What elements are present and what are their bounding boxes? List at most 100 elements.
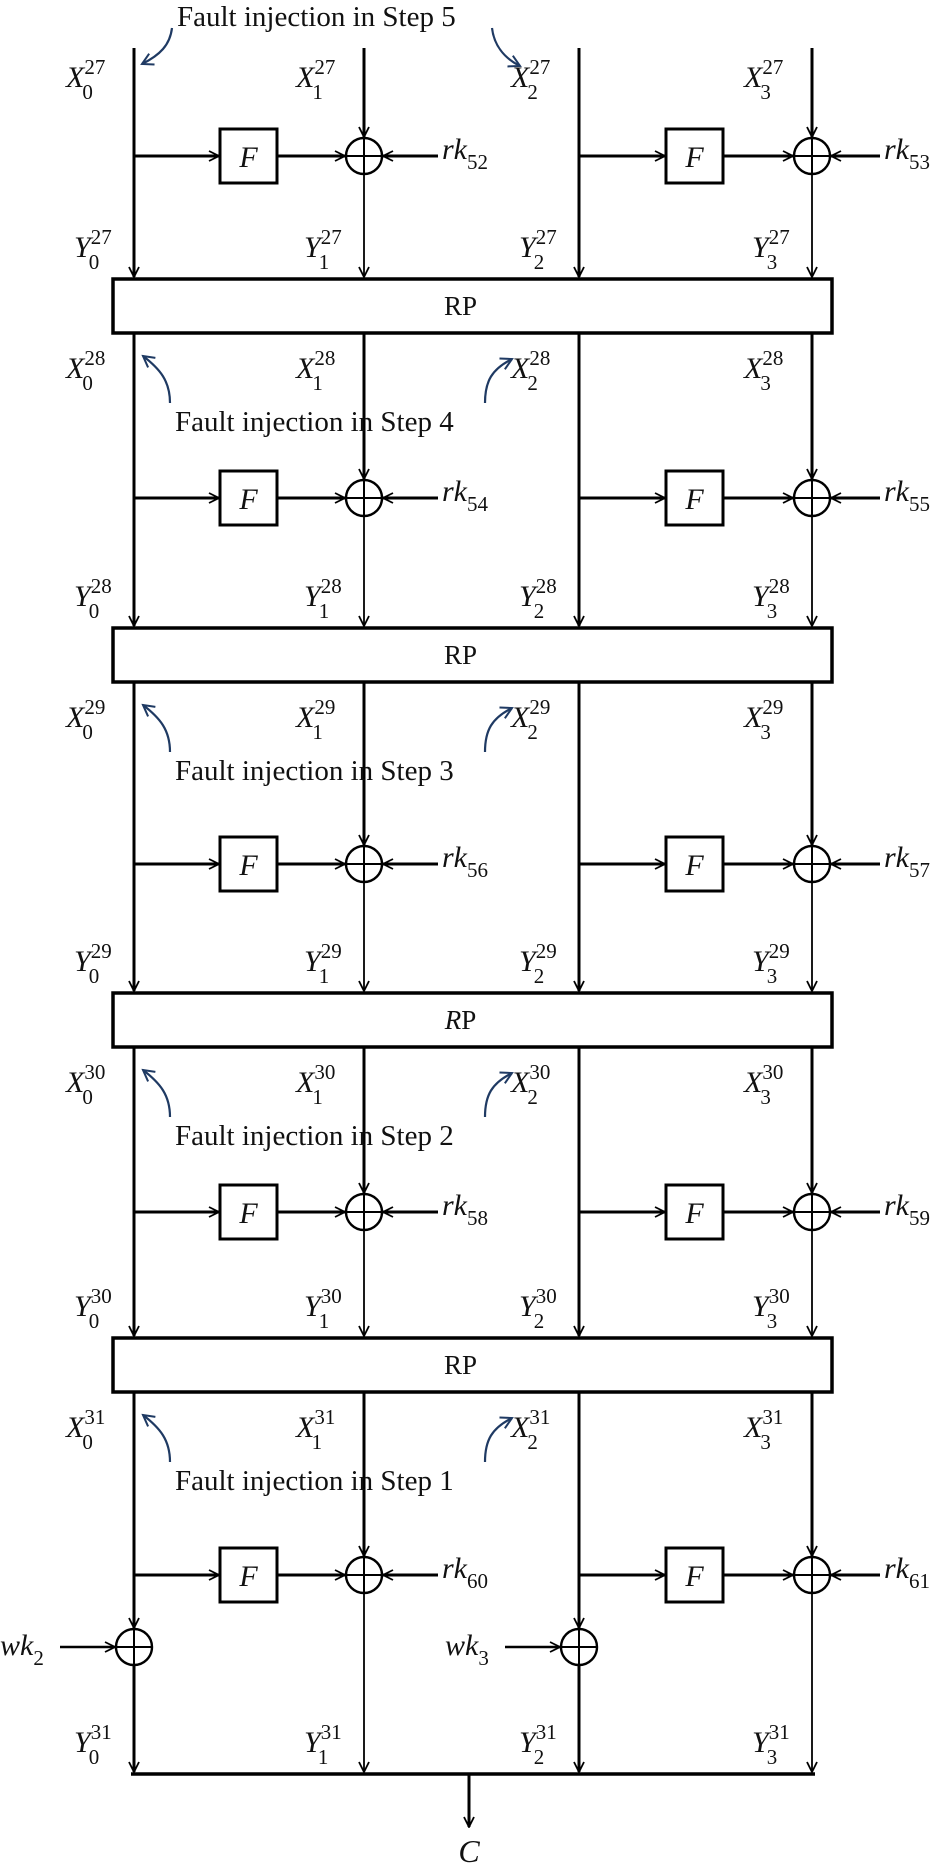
xor-col3 <box>792 844 832 884</box>
label-base: X <box>743 1411 764 1444</box>
label-base: Y <box>752 1290 772 1323</box>
fault-arrow-to-x2 <box>490 27 520 66</box>
label-subscript: 2 <box>534 1745 545 1769</box>
label-superscript: 31 <box>321 1720 342 1744</box>
xor-col3 <box>792 1555 832 1595</box>
fault-annotation: Fault injection in Step 5 <box>142 1 520 66</box>
label-subscript: 3 <box>767 1309 778 1333</box>
label-base: rk <box>442 475 468 508</box>
label-base: rk <box>884 841 910 874</box>
label-subscript: 2 <box>33 1646 44 1670</box>
label-base: Y <box>304 945 324 978</box>
xor-col1 <box>344 136 384 176</box>
label-base: Y <box>74 580 94 613</box>
label-subscript: 59 <box>909 1206 930 1230</box>
f-function-label: F <box>238 483 258 516</box>
label-base: X <box>743 352 764 385</box>
label-superscript: 29 <box>762 695 783 719</box>
label-subscript: 1 <box>312 371 323 395</box>
label-base: X <box>65 352 86 385</box>
label-superscript: 27 <box>529 55 550 79</box>
label-base: Y <box>519 945 539 978</box>
fault-arrow-to-x0 <box>143 705 172 753</box>
label-superscript: 30 <box>529 1060 550 1084</box>
fault-arrow-to-x0 <box>143 1070 172 1118</box>
f-function-label: F <box>684 1560 704 1593</box>
label-base: Y <box>519 1726 539 1759</box>
label-base: Y <box>74 945 94 978</box>
label-superscript: 30 <box>314 1060 335 1084</box>
label-base: X <box>295 61 316 94</box>
label-subscript: 0 <box>82 80 93 104</box>
f-function-label: F <box>238 1560 258 1593</box>
fault-arrow-to-x2 <box>483 1418 512 1463</box>
label-subscript: 56 <box>467 858 488 882</box>
f-function-box <box>664 1546 725 1604</box>
f-function-label: F <box>684 849 704 882</box>
xor-col3 <box>792 136 832 176</box>
label-base: X <box>65 61 86 94</box>
label-subscript: 2 <box>527 371 538 395</box>
label-base: Y <box>752 1726 772 1759</box>
label-base: Y <box>304 231 324 264</box>
label-superscript: 30 <box>91 1284 112 1308</box>
f-function-label: F <box>684 1197 704 1230</box>
round-key-label: rk53 <box>884 133 930 174</box>
label-subscript: 2 <box>534 599 545 623</box>
round-permutation-box <box>111 277 834 335</box>
fault-injection-label: Fault injection in Step 4 <box>175 406 454 438</box>
label-superscript: 28 <box>314 346 335 370</box>
label-subscript: 1 <box>312 1085 323 1109</box>
round-permutation-label: RP <box>444 291 477 321</box>
f-function-box <box>218 1183 279 1241</box>
label-superscript: 30 <box>536 1284 557 1308</box>
fault-arrow-to-x2 <box>483 708 512 753</box>
label-subscript: 0 <box>82 720 93 744</box>
label-subscript: 1 <box>319 1309 330 1333</box>
label-base: Y <box>74 1290 94 1323</box>
label-base: X <box>295 1411 316 1444</box>
round-permutation-box <box>111 991 834 1049</box>
label-base: Y <box>519 1290 539 1323</box>
f-function-label: F <box>684 141 704 174</box>
label-subscript: 2 <box>527 1085 538 1109</box>
label-subscript: 0 <box>82 1085 93 1109</box>
label-subscript: 2 <box>534 964 545 988</box>
label-base: X <box>295 352 316 385</box>
label-superscript: 29 <box>536 939 557 963</box>
xor-col1 <box>344 844 384 884</box>
label-base: Y <box>519 231 539 264</box>
round-key-label: rk60 <box>442 1552 488 1593</box>
label-base: X <box>743 701 764 734</box>
label-subscript: 0 <box>89 1745 100 1769</box>
label-base: Y <box>304 1290 324 1323</box>
round-permutation-box <box>111 1336 834 1394</box>
label-superscript: 31 <box>314 1405 335 1429</box>
fault-annotation: Fault injection in Step 4 <box>143 356 512 438</box>
round-key-label: rk54 <box>442 475 489 516</box>
label-subscript: 3 <box>767 1745 778 1769</box>
label-superscript: 29 <box>321 939 342 963</box>
